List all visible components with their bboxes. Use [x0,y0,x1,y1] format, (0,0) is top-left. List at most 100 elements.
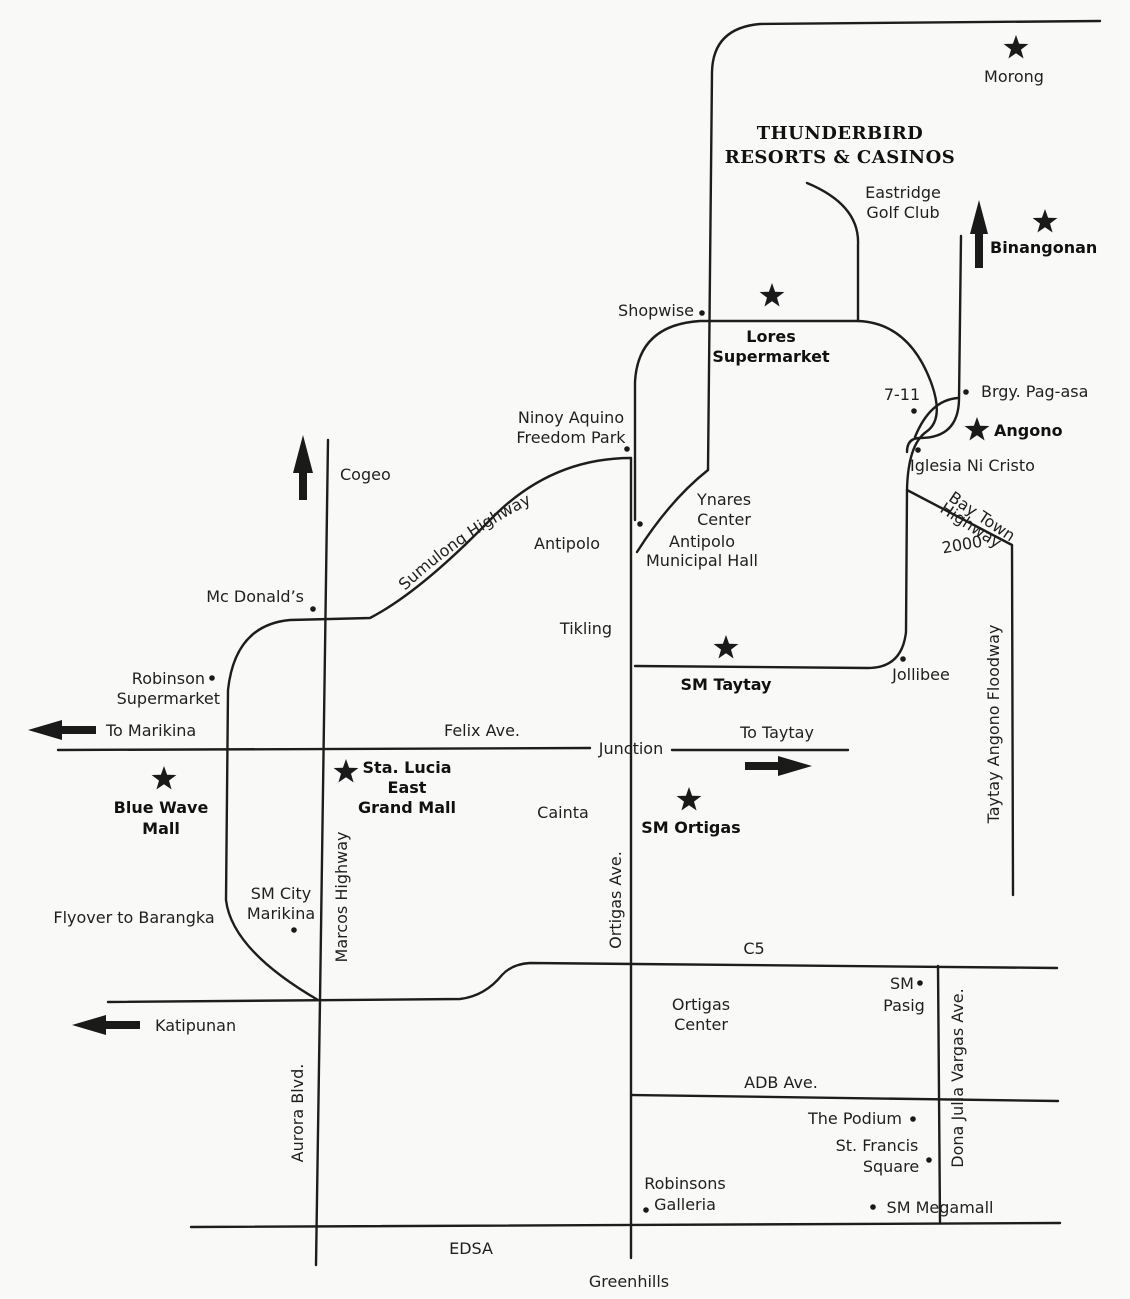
location-dots [209,310,969,1213]
road-binangonan [905,234,963,454]
label-sm-taytay: SM Taytay [681,675,773,694]
label-floodway: Taytay Angono Floodway [984,625,1003,825]
sm-taytay-star-icon [713,635,739,659]
label-felix-ave: Felix Ave. [444,721,520,740]
road-eastridge [805,181,860,323]
brand-title: THUNDERBIRD RESORTS & CASINOS [725,123,956,168]
label-galleria-1: Robinsons [644,1174,726,1193]
label-cogeo: Cogeo [340,465,391,484]
label-adb-ave: ADB Ave. [744,1073,818,1092]
road-katipunan-c5 [106,961,1059,1004]
label-junction: Junction [598,739,663,758]
label-ynares-1: Ynares [696,490,751,509]
label-sumulong: Sumulong Highway [395,490,534,594]
blue-wave-star-icon [151,766,177,790]
robinson-dot-icon [209,675,215,681]
galleria-dot-icon [643,1207,649,1213]
arrow-up-cogeo-icon [293,435,313,500]
label-cainta: Cainta [537,803,589,822]
sm-pasig-dot-icon [917,980,923,986]
label-megamall: SM Megamall [887,1198,994,1217]
label-binangonan: Binangonan [990,238,1097,257]
label-pag-asa: Brgy. Pag-asa [981,382,1088,401]
label-mcdonalds: Mc Donald’s [206,587,304,606]
mcdonalds-dot-icon [310,606,316,612]
brand-line-1: THUNDERBIRD [757,123,924,144]
label-ninoy-1: Ninoy Aquino [518,408,624,427]
label-to-taytay: To Taytay [739,723,814,742]
label-flyover: Flyover to Barangka [53,908,214,927]
label-st-francis-1: St. Francis [836,1136,919,1155]
sm-marikina-dot-icon [291,927,297,933]
label-eastridge-2: Golf Club [866,203,939,222]
label-st-francis-2: Square [863,1157,919,1176]
label-seven-eleven: 7-11 [884,385,920,404]
shopwise-dot-icon [699,310,705,316]
label-sta-lucia-2: East [388,778,427,797]
arrow-right-taytay-icon [745,756,812,776]
sta-lucia-star-icon [333,759,359,783]
arrow-up-binangonan-icon [970,200,988,268]
road-network [56,19,1102,1267]
road-edsa [189,1221,1062,1229]
label-sm-pasig-1: SM [890,974,914,993]
iglesia-dot-icon [915,447,921,453]
label-katipunan: Katipunan [155,1016,236,1035]
label-iglesia: Iglesia Ni Cristo [910,456,1035,475]
arrow-left-marikina-icon [28,720,96,740]
label-galleria-2: Galleria [654,1195,716,1214]
morong-star-icon [1003,35,1029,59]
label-bay-town-3: 2000 [940,532,983,558]
label-sta-lucia-1: Sta. Lucia [363,758,452,777]
label-podium: The Podium [807,1109,902,1128]
label-lores-2: Supermarket [712,347,830,366]
binangonan-star-icon [1032,209,1058,233]
label-municipal-1: Antipolo [669,532,735,551]
label-sm-marikina-2: Marikina [247,904,315,923]
label-tikling: Tikling [559,619,612,638]
label-jollibee: Jollibee [891,665,950,684]
road-lores-loop [633,319,938,670]
road-adb [629,1093,1060,1103]
label-municipal-2: Municipal Hall [646,551,758,570]
jollibee-dot-icon [900,656,906,662]
brand-line-2: RESORTS & CASINOS [725,147,956,168]
podium-dot-icon [910,1116,916,1122]
label-ortigas-center-1: Ortigas [672,995,730,1014]
ynares-dot-icon [637,521,643,527]
label-aurora: Aurora Blvd. [288,1064,307,1163]
label-sm-pasig-2: Pasig [883,996,925,1015]
label-ynares-2: Center [697,510,751,529]
label-c5: C5 [743,939,764,958]
seven-eleven-dot-icon [911,408,917,414]
road-ynares [635,468,710,554]
label-to-marikina: To Marikina [105,721,196,740]
arrows [28,200,988,1035]
road-marcos [314,438,330,1267]
megamall-dot-icon [870,1204,876,1210]
label-edsa: EDSA [449,1239,493,1258]
label-marcos: Marcos Highway [332,832,351,963]
label-angono: Angono [994,421,1063,440]
label-lores-1: Lores [746,327,795,346]
rotated-road-labels: Sumulong Highway Bay Town Highway 2000 T… [288,488,1019,1168]
label-sm-marikina-1: SM City [251,884,311,903]
road-bay-town [905,488,1015,897]
arrow-left-katipunan-icon [72,1015,140,1035]
label-morong: Morong [984,67,1044,86]
angono-star-icon [964,417,990,441]
label-ninoy-2: Freedom Park [516,428,626,447]
label-sta-lucia-3: Grand Mall [358,798,456,817]
road-sumulong [224,456,633,1002]
label-robinson-1: Robinson [132,669,205,688]
label-blue-wave-1: Blue Wave [114,798,209,817]
pag-asa-dot-icon [963,389,969,395]
road-felix [56,746,592,752]
road-angono [913,396,960,439]
label-greenhills: Greenhills [589,1272,669,1291]
label-antipolo: Antipolo [534,534,600,553]
st-francis-dot-icon [926,1157,932,1163]
label-dona-julia: Dona Julia Vargas Ave. [948,988,967,1167]
